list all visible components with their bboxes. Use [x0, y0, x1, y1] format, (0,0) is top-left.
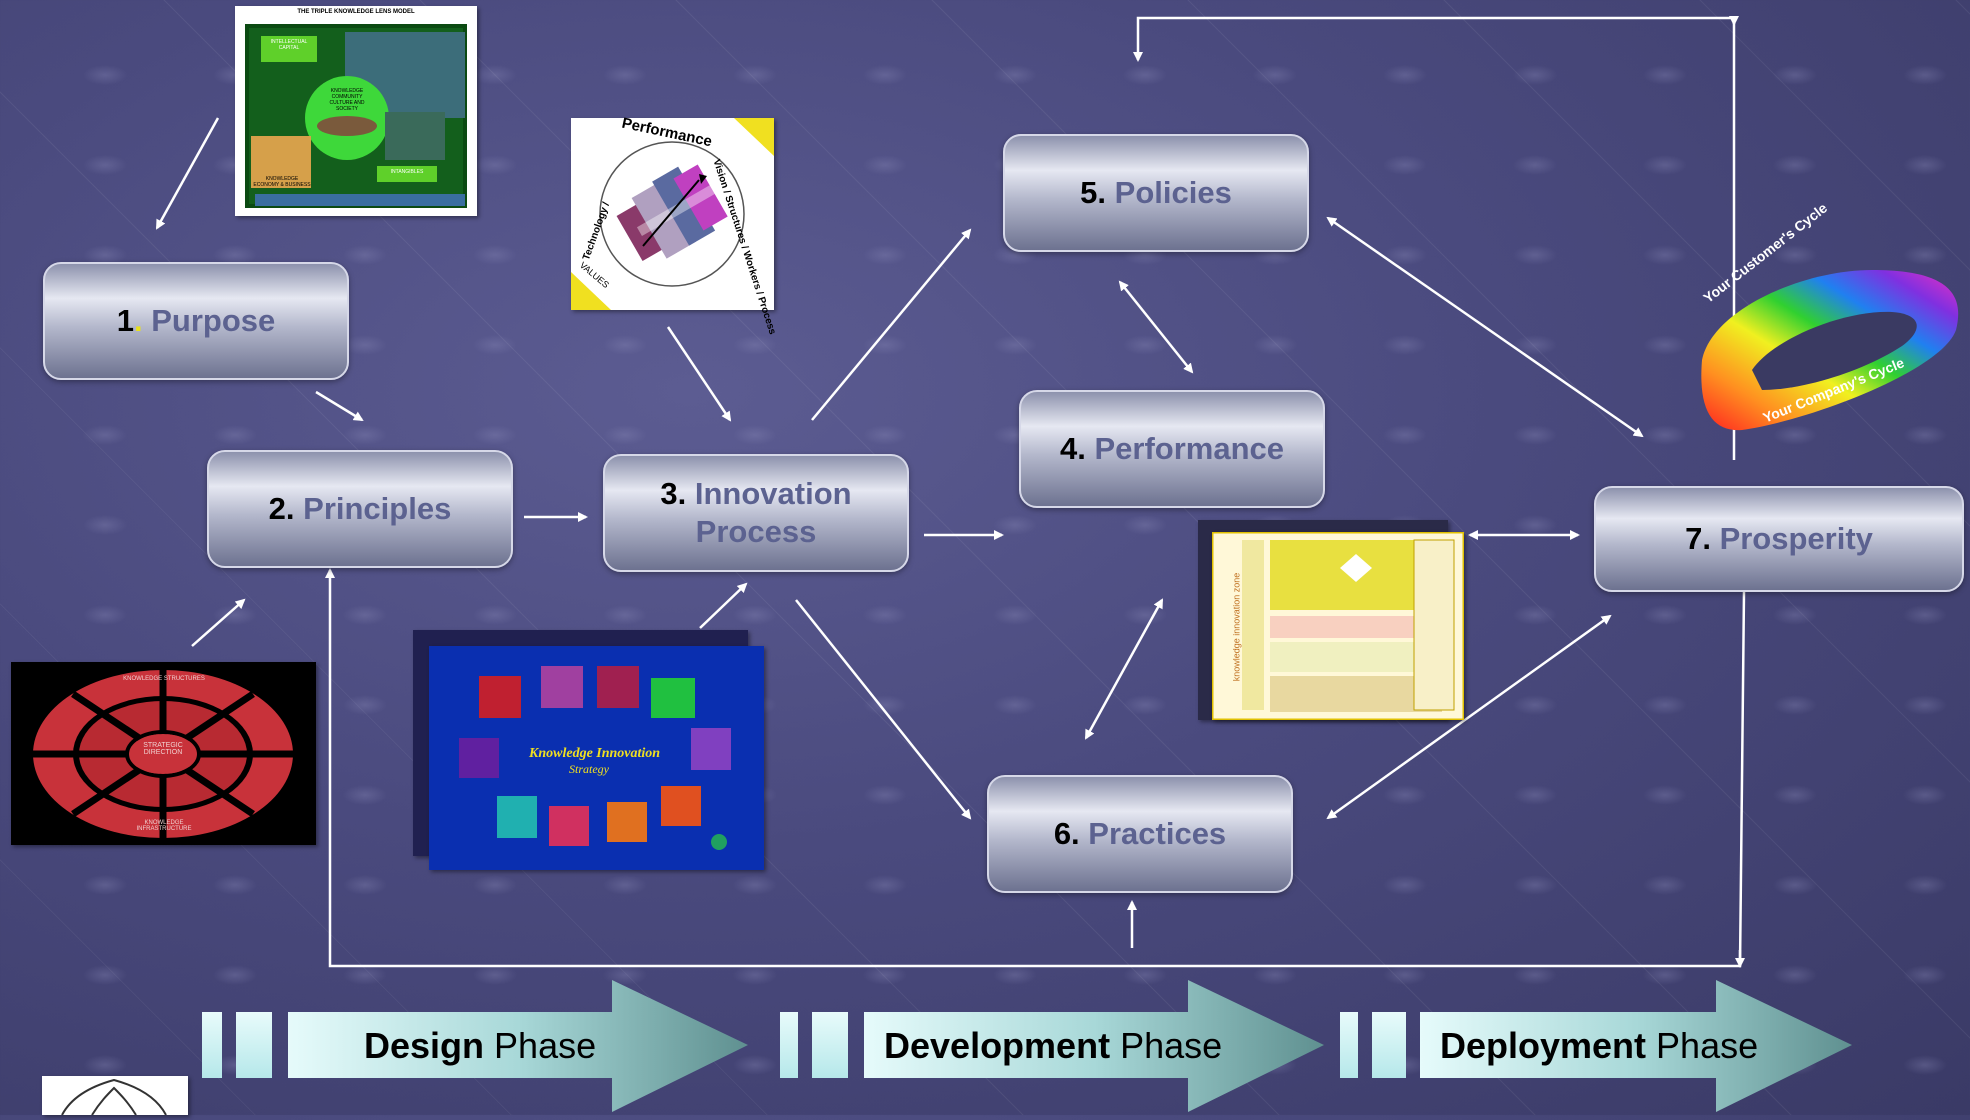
design-phase-bar-2 [236, 1012, 272, 1078]
arrow-practices-zone [1084, 598, 1164, 740]
strategic-wheel-image: STRATEGIC DIRECTION KNOWLEDGE STRUCTURES… [11, 662, 316, 845]
deployment-phase-label: Deployment Phase [1440, 1025, 1758, 1067]
design-phase-label: Design Phase [364, 1025, 596, 1067]
step-practices: 6. Practices [987, 775, 1293, 893]
arrow-innovation-to-practices [795, 599, 972, 820]
arrow-feedback-top [1133, 16, 1736, 460]
arrow-lens-to-purpose [155, 117, 220, 230]
phase-bold: Deployment [1440, 1025, 1647, 1066]
performance-gear-image: Performance Vision / Structures / Worker… [571, 115, 778, 336]
arrow-strategy-to-innovation [699, 582, 748, 629]
lens-community-label: KNOWLEDGE COMMUNITY CULTURE AND SOCIETY [329, 88, 365, 112]
strategy-title: Knowledge Innovation [529, 746, 661, 761]
arrow-policies-prosperity [1326, 216, 1644, 438]
step-name: Innovation [694, 476, 852, 511]
wheel-bottom-label: KNOWLEDGE INFRASTRUCTURE [136, 820, 192, 832]
step-name: Purpose [151, 303, 276, 338]
logo-image [42, 1076, 188, 1116]
mobius-cycle-image: Your Customer's Cycle Your Company's Cyc… [1692, 200, 1966, 450]
step-name: Practices [1088, 816, 1227, 851]
step-policies: 5. Policies [1003, 134, 1309, 252]
step-name: Prosperity [1719, 521, 1873, 556]
lens-model-title: THE TRIPLE KNOWLEDGE LENS MODEL [297, 9, 415, 15]
step-name: Policies [1114, 175, 1232, 210]
step-number: 3. [660, 476, 687, 511]
phase-bold: Design [364, 1025, 485, 1066]
step-principles: 2. Principles [207, 450, 513, 568]
lens-economy-label: KNOWLEDGE ECONOMY & BUSINESS [253, 176, 311, 188]
triple-lens-model-image: THE TRIPLE KNOWLEDGE LENS MODEL INTELLEC… [235, 6, 477, 216]
development-phase-label: Development Phase [884, 1025, 1222, 1067]
phase-rest: Phase [1646, 1025, 1759, 1066]
step-number: 7. [1685, 521, 1711, 556]
innovation-zone-image: knowledge innovation zone [1210, 530, 1466, 722]
arrow-practices-prosperity [1326, 614, 1612, 820]
strategy-subtitle: Strategy [569, 762, 609, 776]
phase-bold: Development [884, 1025, 1111, 1066]
step-name: Principles [303, 491, 452, 526]
deployment-phase-bar-2 [1372, 1012, 1406, 1078]
wheel-center-label: STRATEGIC DIRECTION [143, 742, 183, 756]
step-number: 2. [268, 491, 295, 526]
arrow-gear-to-innovation [666, 326, 732, 422]
step-performance: 4. Performance [1019, 390, 1325, 508]
arrow-feedback-bottom [325, 568, 1746, 968]
arrow-policies-performance [1118, 280, 1194, 374]
step-prosperity: 7. Prosperity [1594, 486, 1964, 592]
step-name: Performance [1094, 431, 1284, 466]
deployment-phase-bar-1 [1340, 1012, 1358, 1078]
development-phase-bar-1 [780, 1012, 798, 1078]
lens-intangibles-label: INTANGIBLES [390, 169, 424, 175]
lens-intellectual-label: INTELLECTUAL CAPITAL [270, 39, 308, 51]
deployment-phase-arrow [1420, 980, 1852, 1112]
development-phase-arrow [864, 980, 1324, 1112]
arrow-innovation-to-policies [811, 228, 972, 421]
step-number: 4. [1059, 431, 1086, 466]
step-name-line2: Process [695, 514, 817, 549]
phase-rest: Phase [484, 1025, 597, 1066]
step-number: 5. [1080, 175, 1107, 210]
step-number: 6. [1053, 816, 1080, 851]
knowledge-strategy-image: Knowledge Innovation Strategy [429, 646, 764, 870]
step-purpose: 1. Purpose [43, 262, 349, 380]
design-phase-bar-1 [202, 1012, 222, 1078]
step-number: 1 [116, 303, 134, 338]
arrow-purpose-to-principles [315, 390, 364, 422]
step-separator: . [133, 303, 143, 338]
arrow-wheel-to-principles [191, 598, 246, 647]
phase-rest: Phase [1110, 1025, 1223, 1066]
development-phase-bar-2 [812, 1012, 848, 1078]
wheel-top-label: KNOWLEDGE STRUCTURES [123, 676, 205, 682]
design-phase-arrow [288, 980, 748, 1112]
